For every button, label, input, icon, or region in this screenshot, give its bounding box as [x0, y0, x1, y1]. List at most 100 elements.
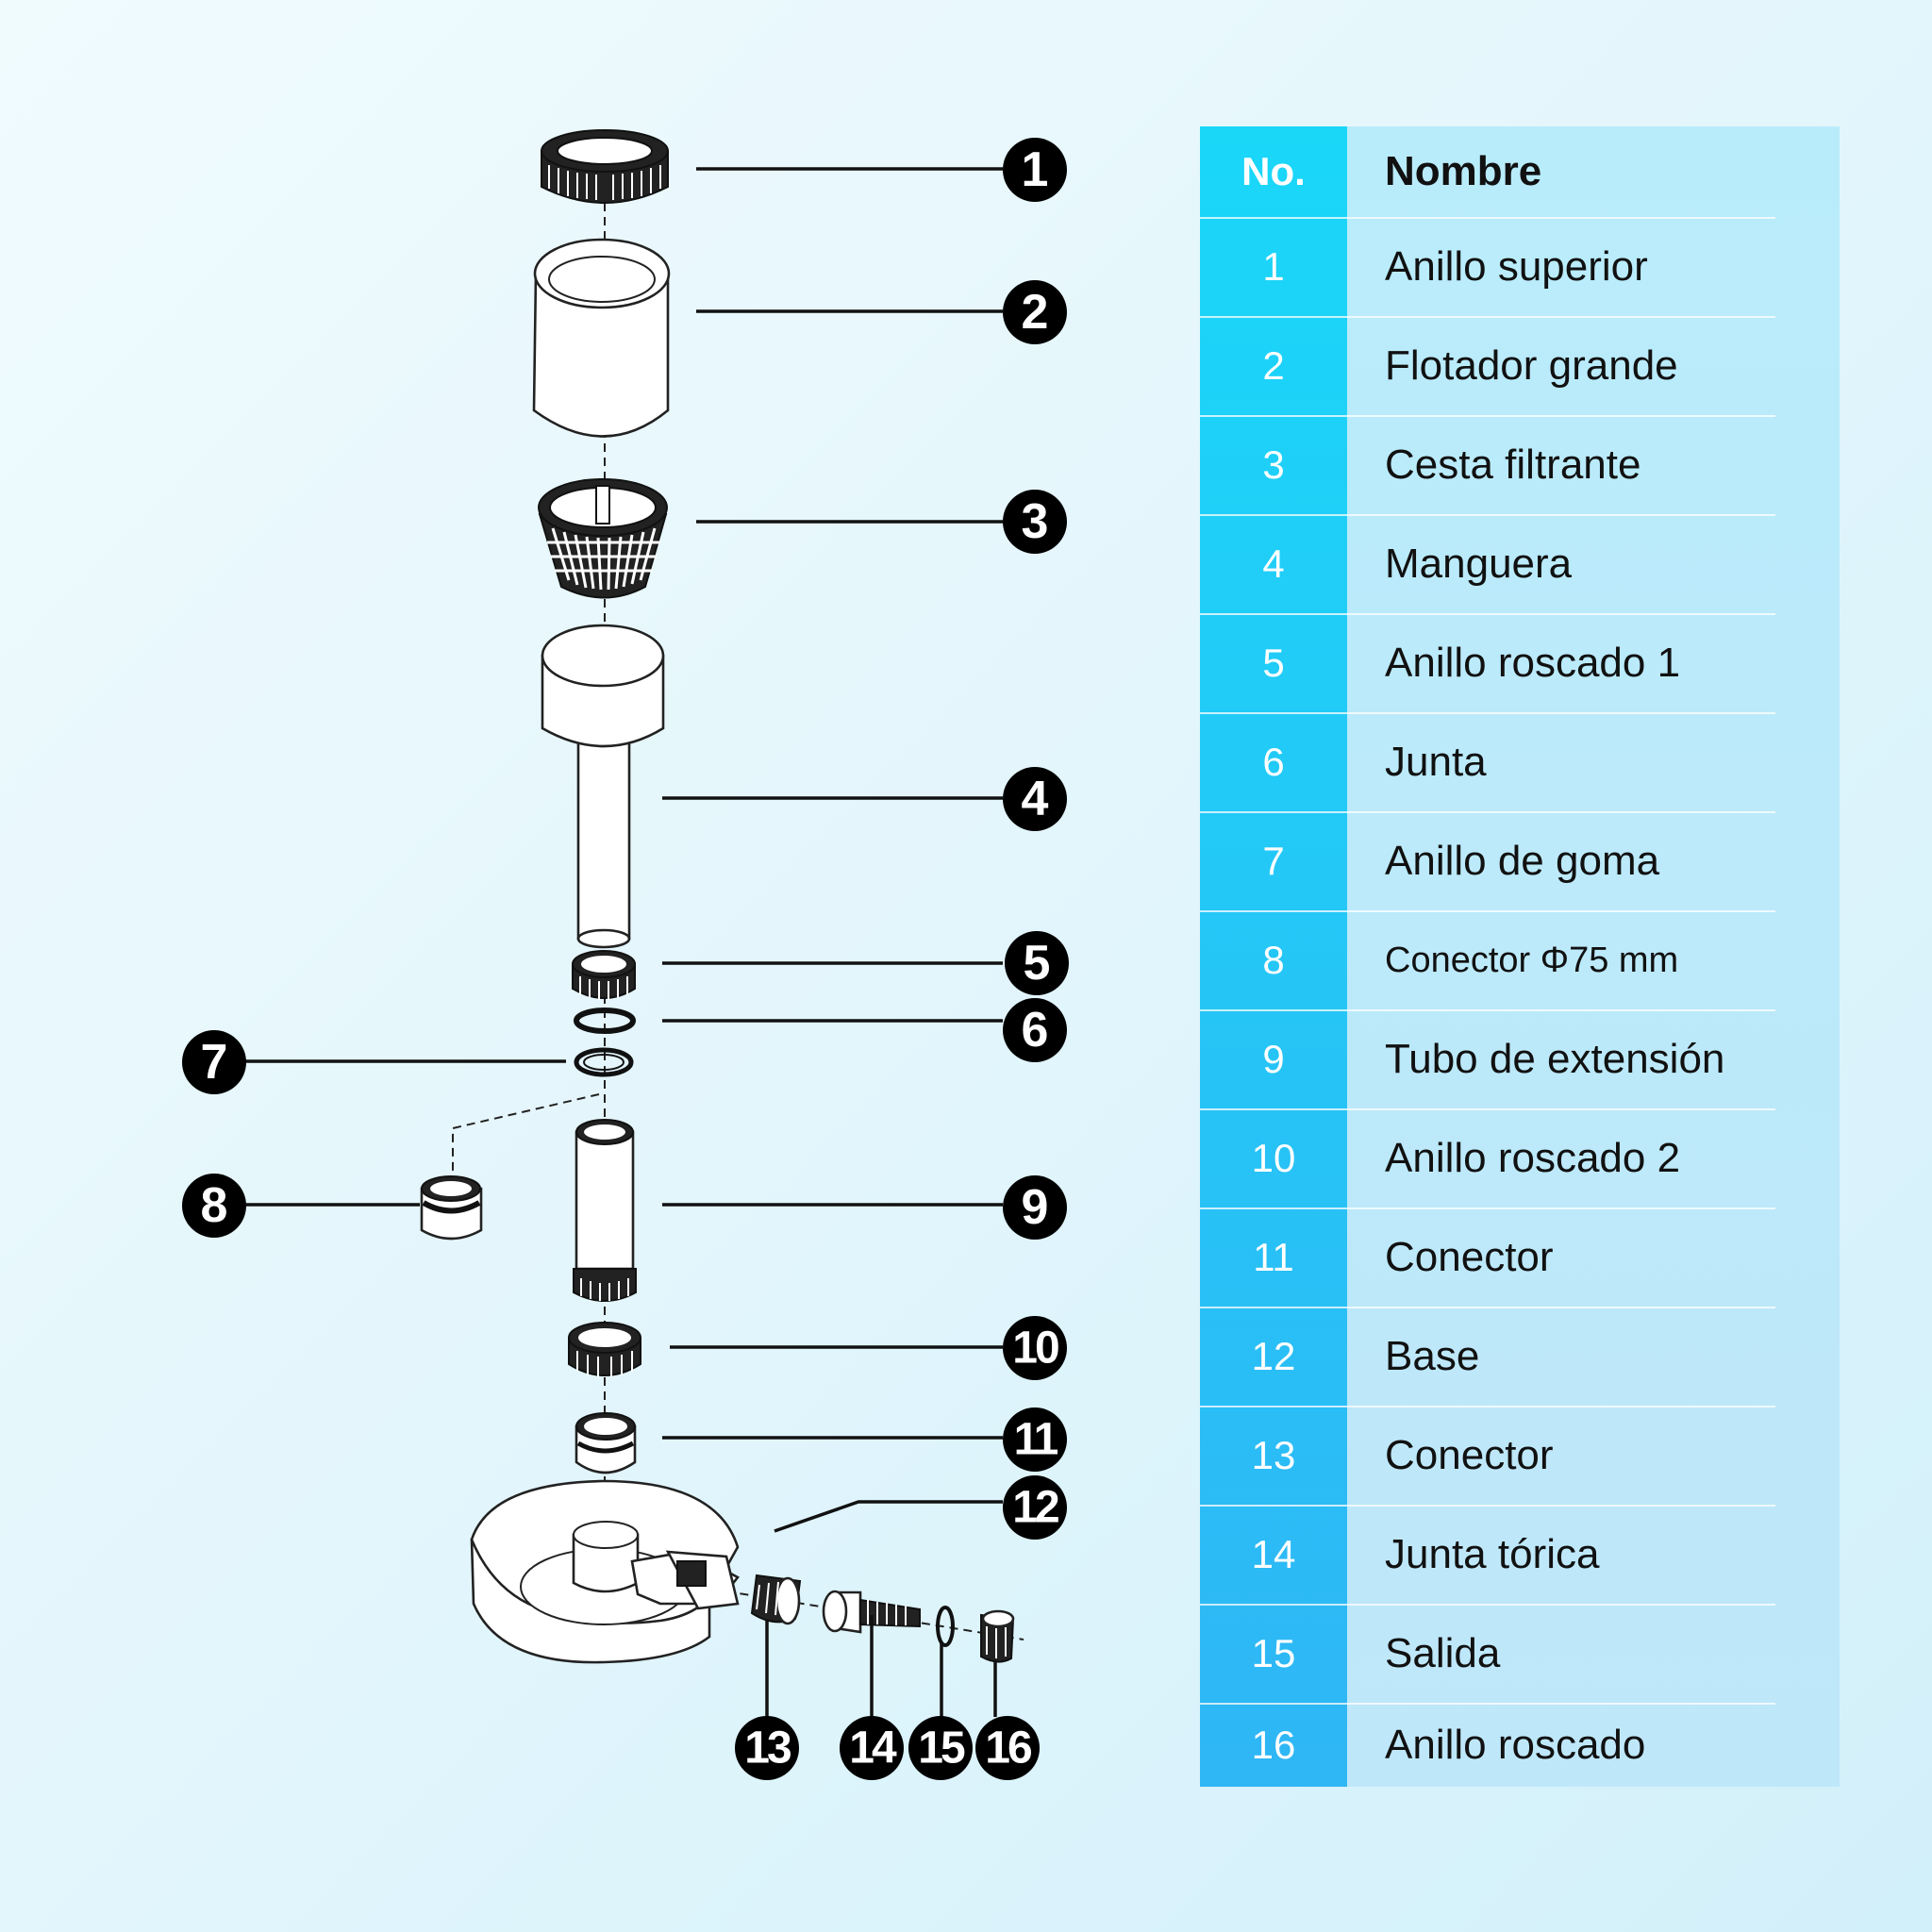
table-row: 16 Anillo roscado: [1200, 1704, 1840, 1787]
svg-text:7: 7: [201, 1035, 228, 1090]
svg-text:10: 10: [1012, 1324, 1058, 1374]
callout-10: 10: [1003, 1316, 1067, 1380]
row-divider: [1200, 712, 1775, 714]
row-name: Conector: [1385, 1432, 1554, 1478]
callout-16: 16: [975, 1716, 1040, 1780]
row-divider: [1200, 514, 1775, 516]
table-row: 9 Tubo de extensión: [1200, 1010, 1840, 1108]
row-name: Anillo roscado: [1385, 1722, 1646, 1768]
callout-11: 11: [1003, 1407, 1067, 1472]
callout-13: 13: [735, 1716, 799, 1780]
part-hose: [541, 624, 665, 949]
row-divider: [1200, 1307, 1775, 1308]
callout-12: 12: [1003, 1475, 1067, 1540]
row-divider: [1200, 1604, 1775, 1606]
callout-5: 5: [1005, 931, 1069, 995]
number-column: [1200, 126, 1347, 1787]
part-connector: [575, 1412, 637, 1474]
header-number: No.: [1241, 149, 1306, 193]
row-name: Anillo roscado 1: [1385, 640, 1681, 686]
assembly-axis-branch: [452, 1093, 600, 1177]
row-name: Anillo roscado 2: [1385, 1135, 1681, 1181]
table-row: 3 Cesta filtrante: [1200, 416, 1840, 514]
row-name: Base: [1385, 1333, 1480, 1379]
parts-table: No. Nombre 1 Anillo superior 2 Flotador …: [1200, 126, 1840, 1787]
part-gasket: [574, 1008, 636, 1034]
row-name: Junta: [1385, 739, 1487, 785]
exploded-parts-diagram: 1 2 3 4 5 6 7 8 9 10 11 12: [182, 129, 1069, 1780]
row-divider: [1200, 1505, 1775, 1507]
part-base: [470, 1479, 740, 1664]
table-row: 11 Conector: [1200, 1208, 1840, 1307]
table-row: 1 Anillo superior: [1200, 218, 1840, 316]
callout-2: 2: [1003, 280, 1067, 344]
row-divider: [1200, 1009, 1775, 1011]
svg-text:6: 6: [1022, 1003, 1049, 1058]
leader-lines: [245, 167, 1003, 1717]
row-divider: [1200, 217, 1775, 219]
row-number: 15: [1251, 1631, 1296, 1675]
row-number: 13: [1251, 1433, 1296, 1477]
row-name: Junta tórica: [1385, 1531, 1600, 1577]
svg-text:12: 12: [1012, 1483, 1058, 1533]
header-name: Nombre: [1385, 148, 1542, 194]
table-row: 6 Junta: [1200, 713, 1840, 811]
callout-14: 14: [840, 1716, 904, 1780]
table-row: 13 Conector: [1200, 1407, 1840, 1505]
part-o-ring-fitting: [822, 1590, 921, 1634]
callout-9: 9: [1003, 1175, 1067, 1240]
svg-text:1: 1: [1022, 142, 1049, 197]
row-number: 12: [1251, 1334, 1296, 1378]
svg-text:4: 4: [1022, 772, 1049, 826]
callout-3: 3: [1003, 490, 1067, 554]
svg-text:3: 3: [1022, 494, 1049, 549]
part-connector-75mm: [420, 1175, 483, 1241]
row-divider: [1200, 316, 1775, 318]
svg-text:16: 16: [985, 1724, 1031, 1774]
row-number: 7: [1262, 839, 1285, 883]
part-threaded-ring-2: [568, 1322, 641, 1377]
svg-text:2: 2: [1022, 285, 1049, 340]
callout-6: 6: [1003, 998, 1067, 1062]
part-threaded-ring-1: [572, 950, 636, 1000]
svg-text:8: 8: [201, 1178, 228, 1233]
row-name: Anillo superior: [1385, 243, 1648, 290]
row-name: Salida: [1385, 1630, 1501, 1676]
row-name: Tubo de extensión: [1385, 1036, 1725, 1082]
row-number: 2: [1262, 343, 1285, 388]
outlet-axis: [697, 1586, 1024, 1641]
row-number: 9: [1262, 1037, 1285, 1081]
table-header: No. Nombre: [1200, 126, 1840, 217]
row-divider: [1200, 1406, 1775, 1407]
row-number: 10: [1251, 1136, 1296, 1180]
table-row: 10 Anillo roscado 2: [1200, 1109, 1840, 1208]
callout-4: 4: [1003, 767, 1067, 831]
svg-text:13: 13: [744, 1724, 791, 1774]
part-extension-tube: [573, 1119, 637, 1302]
row-divider: [1200, 415, 1775, 417]
table-row: 2 Flotador grande: [1200, 317, 1840, 415]
table-row: 14 Junta tórica: [1200, 1506, 1840, 1604]
table-row: 12 Base: [1200, 1307, 1840, 1406]
part-large-float: [532, 238, 671, 438]
row-divider: [1200, 1108, 1775, 1110]
callout-1: 1: [1003, 138, 1067, 202]
row-number: 16: [1251, 1723, 1296, 1767]
part-outlet-threaded-ring: [980, 1609, 1015, 1663]
row-number: 6: [1262, 740, 1285, 784]
svg-text:5: 5: [1024, 936, 1051, 991]
row-number: 8: [1262, 938, 1285, 982]
part-outlet: [936, 1606, 955, 1647]
svg-text:15: 15: [918, 1724, 965, 1774]
table-row: 7 Anillo de goma: [1200, 812, 1840, 910]
svg-text:14: 14: [849, 1724, 897, 1774]
row-number: 14: [1251, 1532, 1296, 1576]
table-row: 8 Conector Φ75 mm: [1200, 911, 1840, 1009]
name-column: [1347, 126, 1840, 1787]
row-name: Anillo de goma: [1385, 838, 1660, 884]
row-number: 11: [1253, 1235, 1294, 1279]
callout-8: 8: [182, 1174, 246, 1238]
row-divider: [1200, 811, 1775, 813]
svg-text:11: 11: [1014, 1415, 1058, 1465]
row-name: Manguera: [1385, 541, 1573, 587]
